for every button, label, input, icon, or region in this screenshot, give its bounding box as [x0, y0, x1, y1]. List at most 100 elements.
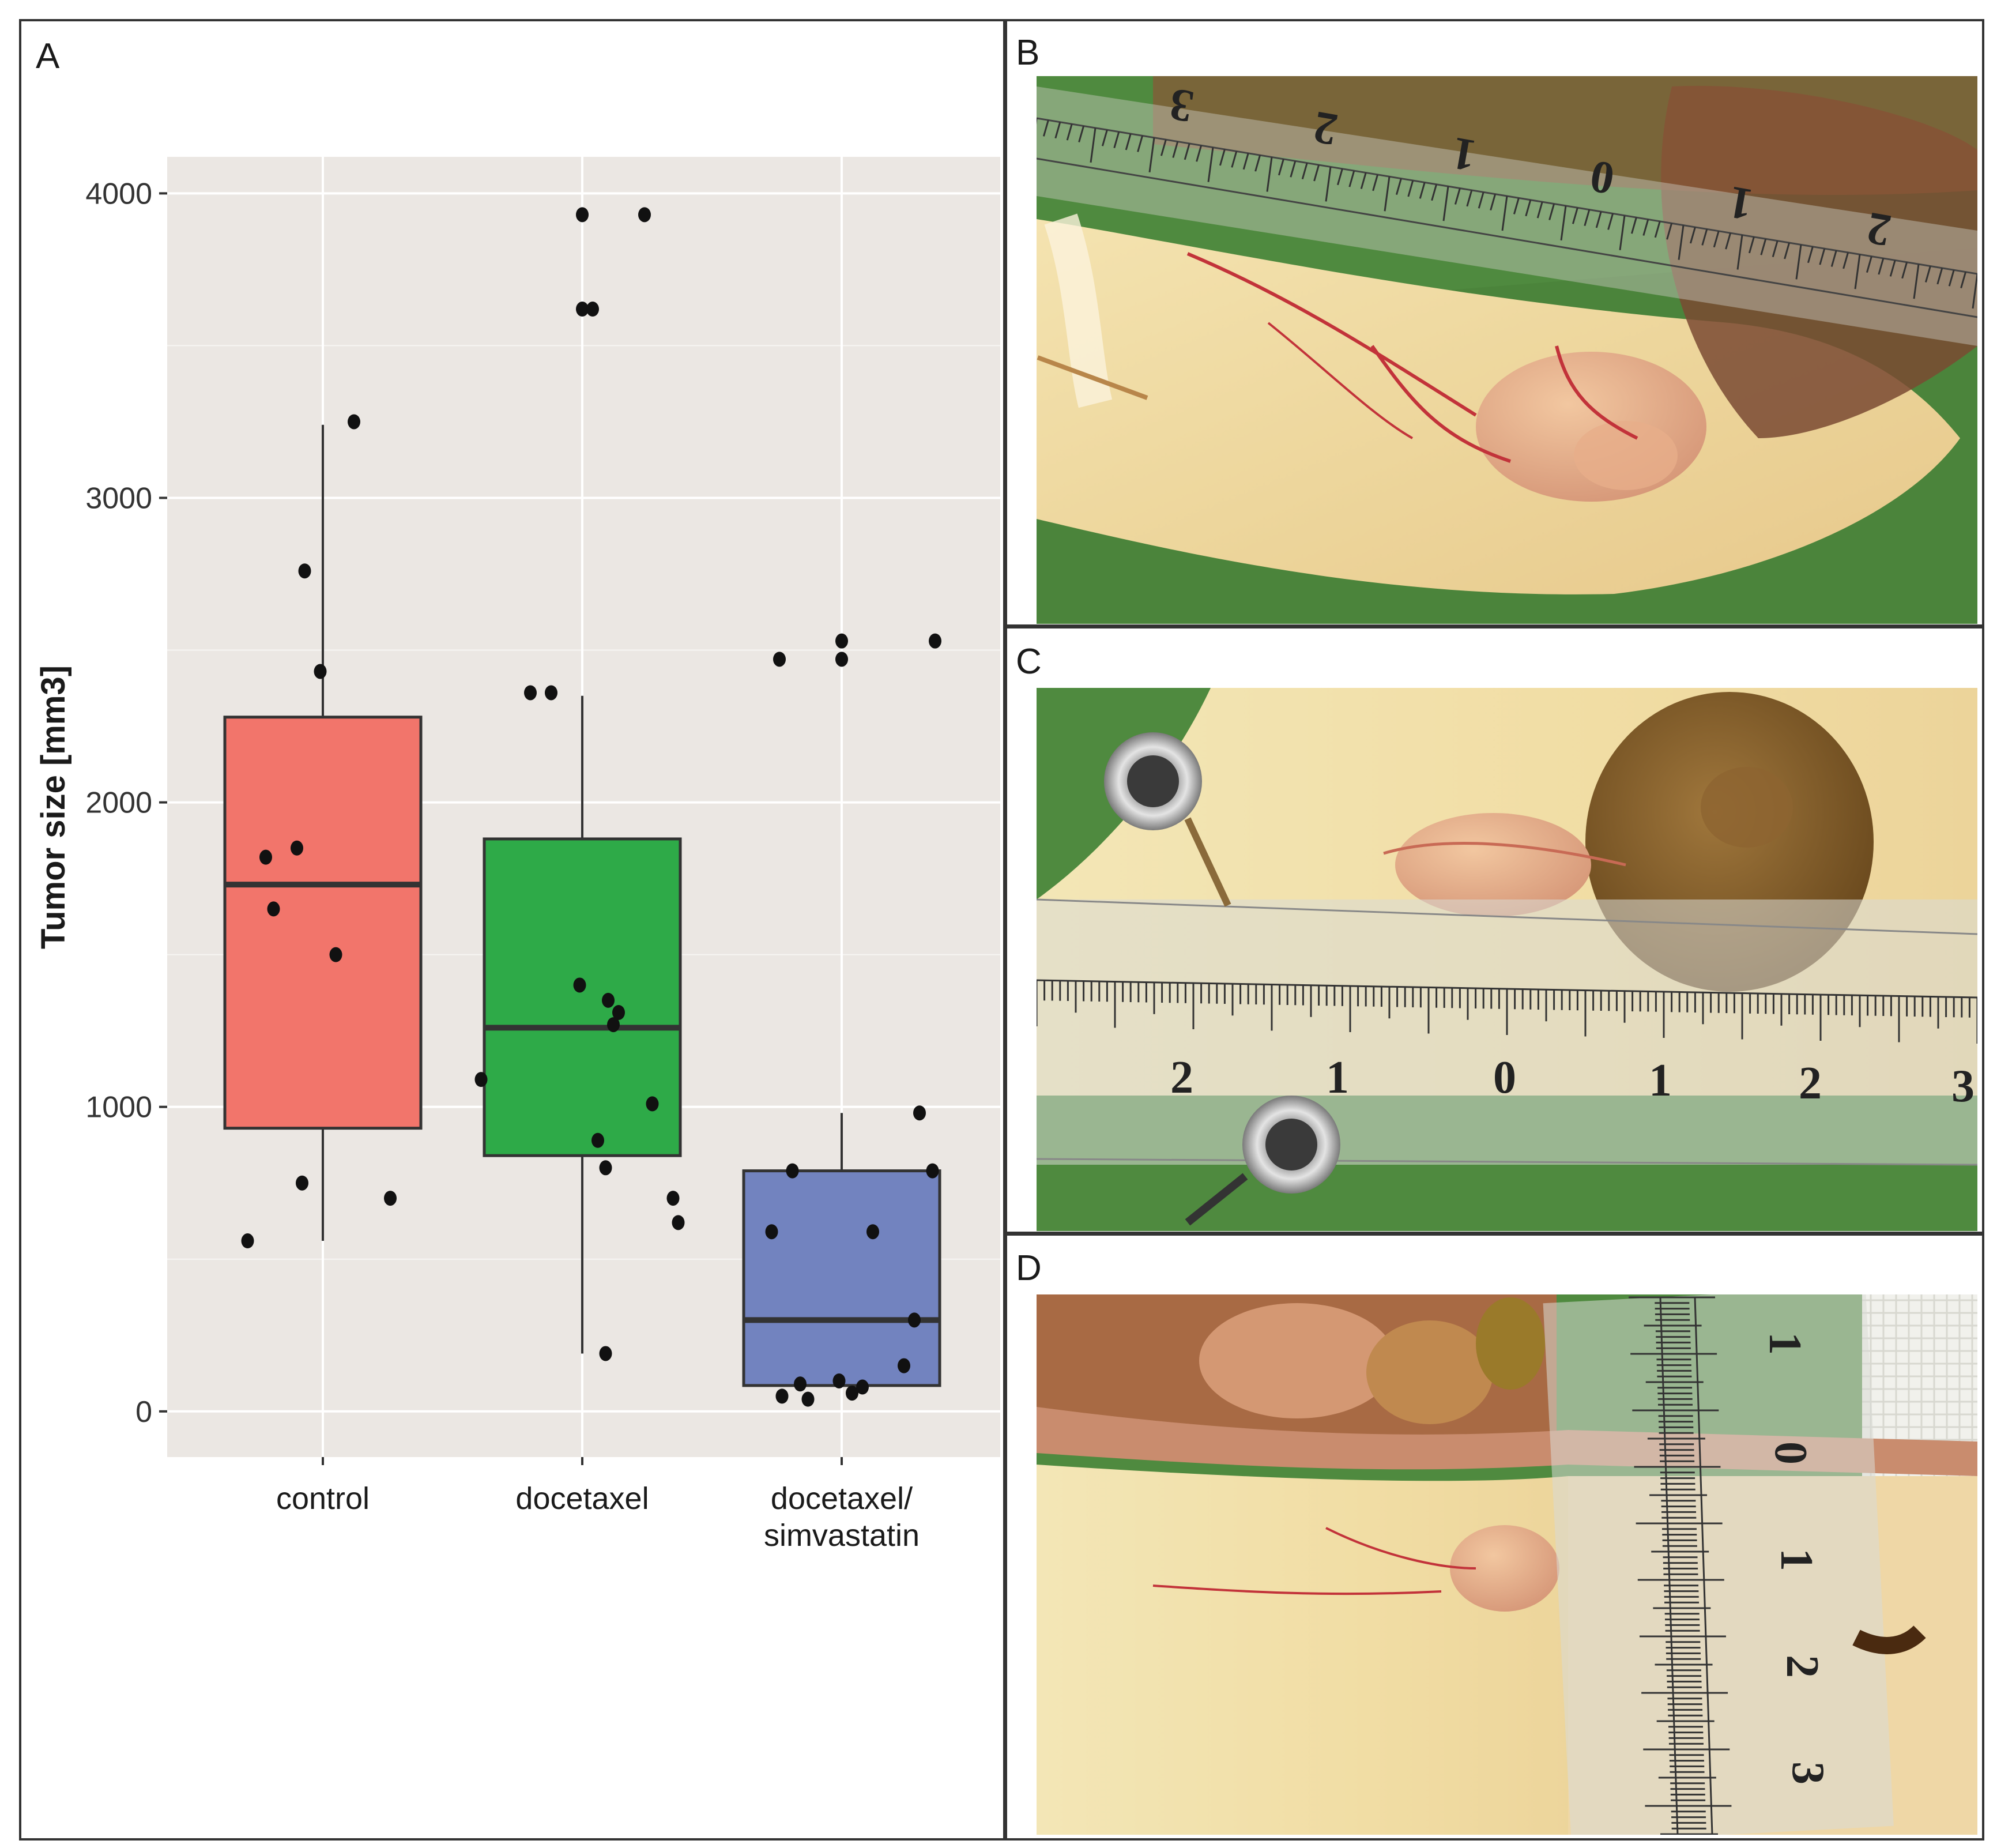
data-points: [241, 207, 941, 1407]
panel-label-c: C: [1016, 642, 1042, 682]
ruler-tick: [1854, 254, 1861, 289]
ruler-tick: [1113, 131, 1120, 149]
ruler-tick: [1694, 1297, 1713, 1835]
photo-b: 3 2 1 0 1 2: [1037, 76, 1977, 624]
data-point: [607, 1017, 620, 1033]
ruler-tick: [1090, 127, 1097, 163]
ruler-tick: [1290, 160, 1297, 178]
data-point: [846, 1386, 858, 1401]
ruler-tick: [1054, 122, 1061, 139]
ruler-c-number-0: 0: [1493, 1052, 1516, 1103]
box-2: [742, 1169, 941, 1387]
ruler-tick: [1172, 141, 1179, 158]
ruler-tick: [1642, 219, 1649, 236]
data-point: [573, 977, 586, 993]
ruler-tick: [1207, 147, 1214, 182]
data-point: [545, 685, 557, 701]
y-tick-label: 2000: [85, 786, 152, 820]
ruler-tick: [1490, 194, 1497, 211]
y-tick-label: 0: [135, 1395, 152, 1429]
boxes: [223, 716, 941, 1387]
data-point: [765, 1224, 778, 1240]
ruler-tick: [1407, 180, 1414, 197]
ruler-tick: [1313, 164, 1320, 182]
ruler-tick: [1395, 178, 1402, 195]
ruler-tick: [1595, 211, 1602, 228]
ruler-c-number-3: 3: [1951, 1061, 1975, 1112]
ruler-tick: [1466, 190, 1473, 207]
ruler-tick: [1325, 167, 1332, 202]
ruler-tick: [1866, 256, 1872, 273]
y-tick-label: 3000: [85, 481, 152, 515]
y-tick-label: 1000: [85, 1091, 152, 1124]
ruler-tick: [1560, 205, 1567, 241]
ruler-tick: [1666, 223, 1673, 240]
x-tick-label: docetaxel: [515, 1481, 649, 1516]
ruler-tick: [1254, 155, 1261, 172]
ruler-tick: [1725, 232, 1732, 250]
x-tick-label: docetaxel/: [771, 1481, 913, 1516]
data-point: [929, 633, 941, 649]
ruler-c-number-1: 1: [1326, 1052, 1349, 1103]
ruler-tick: [1607, 213, 1614, 230]
data-point: [786, 1163, 799, 1179]
data-point: [866, 1224, 879, 1240]
ruler-tick: [1301, 163, 1308, 180]
ruler-tick: [1772, 240, 1779, 258]
data-point: [576, 302, 589, 317]
ruler-tick: [1037, 979, 1977, 999]
ruler-tick: [1842, 252, 1849, 269]
data-point: [856, 1379, 869, 1395]
ruler-tick: [1360, 172, 1367, 189]
ruler-tick: [1819, 248, 1826, 265]
ruler-tick: [1478, 191, 1484, 209]
data-point: [576, 207, 589, 223]
data-point: [926, 1163, 939, 1179]
data-point: [666, 1191, 680, 1206]
y-axis-ticks: 0 1000 2000 3000 4000: [85, 177, 167, 1429]
ruler-tick: [1960, 272, 1967, 289]
photo-d: 1 0 1 2 3: [1037, 1294, 1977, 1835]
panel-label-b: B: [1016, 33, 1039, 73]
ruler-tick: [1419, 182, 1426, 199]
data-point: [908, 1312, 921, 1328]
data-point: [835, 633, 848, 649]
x-axis-ticks: [322, 1457, 843, 1465]
y-tick-label: 4000: [85, 177, 152, 210]
data-point: [638, 207, 651, 223]
data-point: [586, 302, 599, 317]
ruler-tick: [1431, 184, 1438, 201]
ruler-tick: [1584, 209, 1591, 227]
ruler-tick: [1196, 145, 1203, 162]
ruler-tick: [1630, 217, 1637, 234]
ruler-tick: [1384, 176, 1391, 212]
data-point: [298, 563, 311, 579]
ruler-tick: [1736, 235, 1743, 270]
ruler-tick: [1078, 126, 1085, 142]
data-point: [599, 1346, 612, 1361]
ruler-tick: [1101, 129, 1108, 146]
ruler-tick: [1442, 186, 1449, 221]
ruler-tick: [1889, 259, 1896, 277]
data-point: [646, 1096, 659, 1112]
data-point: [329, 947, 342, 962]
ruler-tick: [1042, 119, 1049, 137]
data-point: [913, 1105, 926, 1121]
ruler-tick: [1160, 139, 1167, 156]
ruler-tick: [1924, 266, 1931, 283]
data-point: [599, 1160, 612, 1176]
data-point: [524, 685, 537, 701]
ruler-tick: [1548, 204, 1555, 220]
ruler-tick: [1125, 133, 1132, 150]
ruler-tick: [1913, 264, 1920, 299]
photo-c: 2 1 0 1 2 3: [1037, 688, 1977, 1231]
ruler-tick: [1278, 159, 1284, 176]
ruler-tick: [1513, 197, 1520, 214]
data-point: [898, 1358, 910, 1373]
ruler-tick: [1972, 273, 1977, 309]
ruler-tick: [1678, 225, 1685, 260]
ruler-tick: [1066, 123, 1073, 141]
ruler-tick: [1689, 227, 1696, 244]
